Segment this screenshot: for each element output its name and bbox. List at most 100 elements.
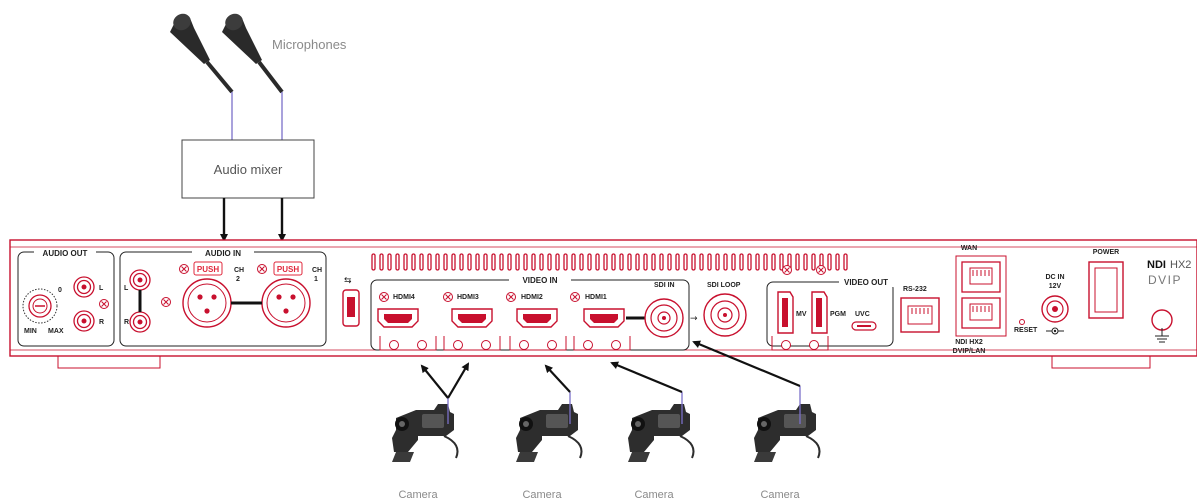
vent-slot (523, 253, 528, 271)
vent-slot (747, 253, 752, 271)
vent-slot (403, 253, 408, 271)
vent-slot (387, 253, 392, 271)
vent-slot (707, 253, 712, 271)
sdi-loop-port[interactable] (703, 293, 747, 337)
camera1-to-hdmi3-arrow (447, 362, 470, 399)
camera3-to-hdmi1-arrow (610, 361, 683, 394)
vent-slot (779, 253, 784, 271)
vent-slot (619, 253, 624, 271)
vent-slot (627, 253, 632, 271)
audio-in-section: AUDIO IN L R (119, 248, 327, 347)
ch1-number: 1 (314, 276, 318, 283)
camera-1-group: Camera (391, 398, 459, 501)
rs232-label: RS-232 (903, 286, 927, 293)
dc-in-label: DC IN (1045, 274, 1064, 281)
vent-slot (419, 253, 424, 271)
camera-3-icon (627, 403, 695, 463)
wan-label: WAN (961, 245, 977, 252)
rs232-port[interactable] (900, 297, 940, 333)
brand-dvip: DVIP (1148, 273, 1182, 287)
camera-4-icon (753, 403, 821, 463)
camera-4-label: Camera (760, 489, 800, 501)
vent-slot (427, 253, 432, 271)
xlr-ch1-jack[interactable] (261, 278, 311, 328)
vent-slot (435, 253, 440, 271)
volume-max-label: MAX (48, 328, 64, 335)
audio-out-left-label: L (99, 285, 104, 292)
push-label-ch2: PUSH (197, 265, 219, 274)
hdmi2-port[interactable] (516, 308, 558, 328)
vent-slot (723, 253, 728, 271)
hdmi-pgm-port[interactable] (811, 291, 828, 334)
camera-2-icon (515, 403, 583, 463)
vent-slot (587, 253, 592, 271)
audio-in-right-label: R (124, 319, 129, 326)
microphone-right-icon (222, 13, 284, 94)
usb-port[interactable]: ⇆ (342, 276, 360, 327)
vent-slot (803, 253, 808, 271)
hdmi4-port[interactable] (377, 308, 419, 328)
push-release-ch1[interactable]: PUSH (273, 261, 303, 276)
vent-slot (515, 253, 520, 271)
hdmi4-label: HDMI4 (393, 294, 415, 301)
dc-12v-label: 12V (1049, 283, 1062, 290)
dc-polarity-icon (1046, 327, 1064, 335)
vent-slot (755, 253, 760, 271)
screw-icon (570, 292, 580, 302)
uvc-label: UVC (855, 311, 870, 318)
vent-slot (691, 253, 696, 271)
hdmi-mv-port[interactable] (777, 291, 794, 334)
usb-c-uvc-port[interactable] (851, 321, 877, 331)
audio-in-left-rca-jack[interactable] (129, 269, 151, 291)
vent-slot (531, 253, 536, 271)
audio-out-right-rca-jack[interactable] (73, 310, 95, 332)
dc-power-jack[interactable] (1041, 295, 1069, 323)
vent-slot (635, 253, 640, 271)
hdmi3-port[interactable] (451, 308, 493, 328)
volume-min-label: MIN (24, 328, 37, 335)
audio-out-left-rca-jack[interactable] (73, 276, 95, 298)
lan-ethernet-port[interactable] (961, 297, 1001, 329)
vent-slot (571, 253, 576, 271)
sdi-loop-label: SDI LOOP (707, 282, 741, 289)
vent-slot (659, 253, 664, 271)
vent-slot (467, 253, 472, 271)
pgm-label: PGM (830, 311, 846, 318)
vent-slot (763, 253, 768, 271)
sdi-in-port[interactable] (644, 298, 684, 338)
audio-in-left-label: L (124, 285, 129, 292)
power-switch[interactable] (1088, 261, 1124, 319)
screw-icon (379, 292, 389, 302)
vent-slot (539, 253, 544, 271)
vent-slot (739, 253, 744, 271)
push-label-ch1: PUSH (277, 265, 299, 274)
vent-slot (683, 253, 688, 271)
reset-button[interactable] (1019, 319, 1025, 325)
camera-3-group: Camera (627, 392, 695, 501)
xlr-ch2-jack[interactable] (182, 278, 232, 328)
screw-icon (99, 299, 109, 309)
vent-slot (827, 253, 832, 271)
audio-out-right-label: R (99, 319, 104, 326)
audio-mixer-box: Audio mixer (181, 139, 315, 199)
power-label: POWER (1093, 249, 1119, 256)
camera1-to-hdmi4-arrow (420, 364, 449, 399)
wan-ethernet-port[interactable] (961, 261, 1001, 293)
vent-slot (443, 253, 448, 271)
camera4-to-sdi-in-arrow (692, 340, 801, 388)
vent-slot (603, 253, 608, 271)
audio-in-right-rca-jack[interactable] (129, 311, 151, 333)
screw-icon (161, 297, 171, 307)
push-release-ch2[interactable]: PUSH (193, 261, 223, 276)
sdi-through-arrow: → (690, 314, 698, 324)
video-out-header: VIDEO OUT (844, 278, 888, 287)
screw-icon (816, 265, 826, 275)
video-out-section: VIDEO OUT MV PGM UVC (766, 265, 895, 347)
screw-icon (506, 292, 516, 302)
mv-label: MV (796, 311, 807, 318)
device-rear-panel: AUDIO OUT MIN MAX 0 L R AUDIO IN L R (9, 239, 1197, 369)
volume-knob-icon (22, 288, 58, 324)
hdmi1-port[interactable] (583, 308, 625, 328)
camera-2-group: Camera (515, 392, 583, 501)
